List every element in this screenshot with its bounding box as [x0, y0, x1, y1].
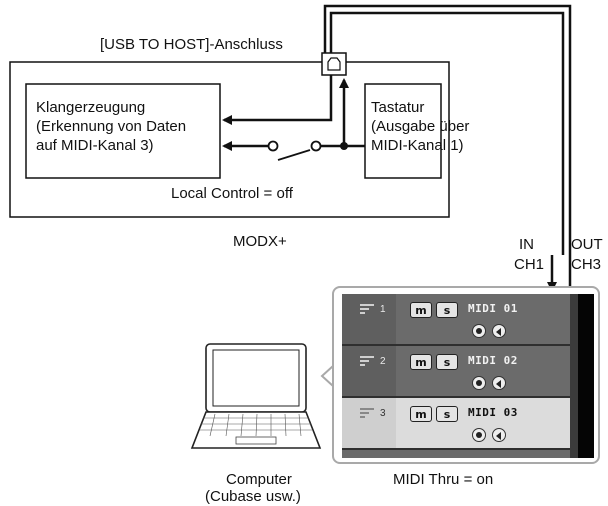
wire-usb-to-tone: [222, 75, 333, 125]
solo-button[interactable]: s: [436, 302, 458, 318]
cable-in: [329, 11, 565, 255]
computer-label: Computer: [226, 471, 292, 488]
track-number: 1: [380, 304, 386, 315]
mute-button[interactable]: m: [410, 302, 432, 318]
midi-thru-label: MIDI Thru = on: [393, 471, 494, 488]
laptop-icon: [190, 343, 322, 449]
monitor-speaker-icon[interactable]: [492, 428, 506, 442]
in-label: IN: [519, 236, 534, 253]
track-color-strip: [342, 294, 396, 344]
keyboard-label: Tastatur (Ausgabe über MIDI-Kanal 1): [371, 98, 469, 155]
mute-button[interactable]: m: [410, 406, 432, 422]
cubase-panel: 1 m s MIDI 01 2 m s MIDI 02 3 m s MIDI 0…: [332, 286, 600, 464]
ch1-label: CH1: [514, 256, 545, 273]
record-enable-icon[interactable]: [472, 428, 486, 442]
modx-box: [9, 61, 450, 218]
solo-button[interactable]: s: [436, 406, 458, 422]
switch-contact-left: [267, 140, 279, 152]
tone-generator-line3: auf MIDI-Kanal 3): [36, 137, 154, 154]
track-name: MIDI 01: [468, 302, 518, 315]
record-enable-icon[interactable]: [472, 324, 486, 338]
tone-generator-label: Klangerzeugung (Erkennung von Daten auf …: [36, 98, 186, 155]
panel-callout-pointer: [320, 365, 334, 387]
local-control-label: Local Control = off: [171, 185, 293, 202]
usb-port-socket: [327, 57, 341, 71]
mute-button[interactable]: m: [410, 354, 432, 370]
ch3-label: CH3: [571, 256, 602, 273]
track-color-strip: [342, 346, 396, 396]
event-lane: [578, 294, 594, 458]
usb-port: [321, 52, 347, 76]
tone-generator-line1: Klangerzeugung: [36, 99, 146, 116]
tone-generator-box: [25, 83, 221, 179]
track-number: 3: [380, 408, 386, 419]
device-label: MODX+: [233, 233, 287, 250]
keyboard-box: [364, 83, 442, 179]
record-enable-icon[interactable]: [472, 376, 486, 390]
switch-lever: [277, 149, 311, 161]
midi-track-icon: [360, 304, 374, 314]
keyboard-line3: MIDI-Kanal 1): [371, 137, 464, 154]
track-row-4-partial: [342, 450, 570, 458]
track-list: 1 m s MIDI 01 2 m s MIDI 02 3 m s MIDI 0…: [342, 294, 594, 458]
track-row-2[interactable]: 2 m s MIDI 02: [342, 346, 570, 398]
computer-sublabel: (Cubase usw.): [205, 488, 301, 505]
cable-outer: [323, 4, 572, 296]
track-color-strip: [342, 398, 396, 448]
monitor-speaker-icon[interactable]: [492, 376, 506, 390]
switch-contact-right: [310, 140, 322, 152]
keyboard-line2: (Ausgabe über: [371, 118, 470, 135]
monitor-speaker-icon[interactable]: [492, 324, 506, 338]
usb-port-label: [USB TO HOST]-Anschluss: [100, 36, 283, 53]
solo-button[interactable]: s: [436, 354, 458, 370]
keyboard-line1: Tastatur: [371, 99, 425, 116]
track-row-1[interactable]: 1 m s MIDI 01: [342, 294, 570, 346]
midi-track-icon: [360, 408, 374, 418]
out-label: OUT: [571, 236, 603, 253]
track-row-3[interactable]: 3 m s MIDI 03: [342, 398, 570, 450]
midi-track-icon: [360, 356, 374, 366]
tone-generator-line2: (Erkennung von Daten: [36, 118, 187, 135]
track-number: 2: [380, 356, 386, 367]
track-lane-divider: [570, 294, 578, 458]
track-name: MIDI 02: [468, 354, 518, 367]
track-name: MIDI 03: [468, 406, 518, 419]
